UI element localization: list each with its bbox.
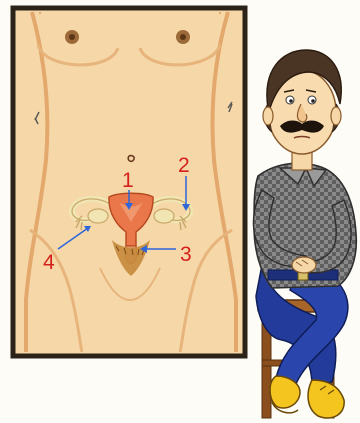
label-3: 3 bbox=[180, 243, 192, 266]
label-1: 1 bbox=[122, 169, 134, 192]
anatomy-poster: 1 2 3 4 bbox=[13, 8, 245, 356]
label-2: 2 bbox=[178, 154, 190, 177]
seated-man-figure bbox=[253, 50, 356, 418]
left-ovary bbox=[88, 209, 108, 223]
hands bbox=[292, 257, 316, 273]
label-4: 4 bbox=[43, 251, 55, 274]
right-shoe bbox=[308, 380, 344, 418]
right-ovary bbox=[154, 209, 174, 223]
